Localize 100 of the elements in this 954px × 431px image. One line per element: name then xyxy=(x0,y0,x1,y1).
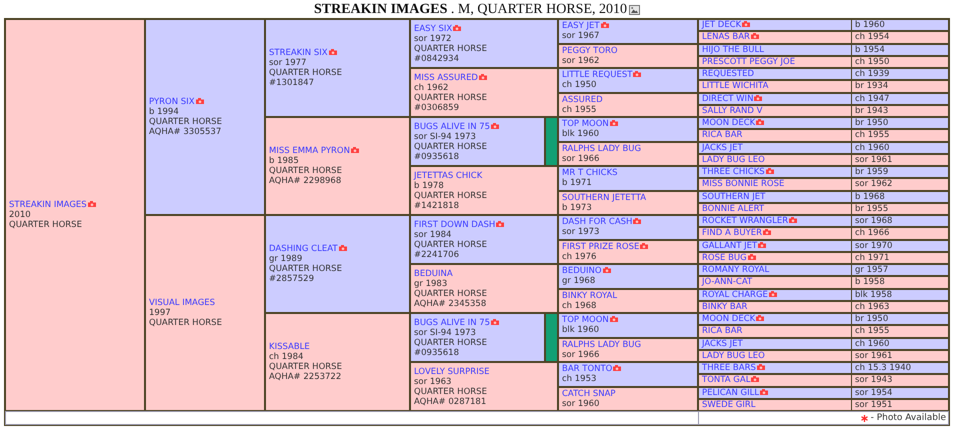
horse-info: AQHA# 3305537 xyxy=(149,127,222,137)
horse-name: ROYAL CHARGE xyxy=(702,290,768,300)
pedigree-entry xyxy=(698,104,949,117)
pedigree-entry xyxy=(410,264,558,313)
horse-name: LITTLE WICHITA xyxy=(702,81,768,92)
horse-info: QUARTER HORSE xyxy=(414,190,487,200)
horse-info: sor 1962 xyxy=(855,179,892,190)
horse-name: BEDUINO xyxy=(562,266,602,276)
horse-name: ROMANY ROYAL xyxy=(702,265,770,276)
horse-name: STREAKIN SIX xyxy=(269,48,328,58)
horse-name: LOVELY SURPRISE xyxy=(414,366,490,376)
horse-info: ch 1968 xyxy=(562,300,596,311)
pedigree-entry xyxy=(698,142,949,154)
pedigree-entry xyxy=(698,350,949,362)
horse-info: b 1954 xyxy=(855,44,885,55)
horse-info: br 1950 xyxy=(855,118,888,128)
legend-text: - Photo Available xyxy=(870,412,946,424)
horse-name: KISSABLE xyxy=(269,342,310,352)
pedigree-entry xyxy=(698,252,949,264)
pedigree-entry xyxy=(558,117,698,142)
pedigree-entry xyxy=(410,166,558,215)
pedigree-entry xyxy=(265,215,410,313)
pedigree-entry xyxy=(698,338,949,350)
horse-info: sor 1966 xyxy=(562,350,600,360)
horse-info: sor 1951 xyxy=(855,400,892,410)
pedigree-entry xyxy=(698,154,949,166)
horse-info: sor 1960 xyxy=(562,398,600,409)
horse-info: sor 1954 xyxy=(855,388,892,398)
horse-name: FIRST DOWN DASH xyxy=(414,220,496,230)
horse-info: gr 1968 xyxy=(562,276,596,286)
horse-name: PEGGY TORO xyxy=(562,46,618,56)
horse-name: RALPHS LADY BUG xyxy=(562,144,642,154)
horse-name: ASSURED xyxy=(562,94,603,105)
horse-info: blk 1960 xyxy=(562,325,600,336)
horse-info: QUARTER HORSE xyxy=(149,318,222,328)
horse-name: MISS BONNIE ROSE xyxy=(702,179,784,190)
pedigree-entry xyxy=(558,264,698,288)
horse-info: sor 1961 xyxy=(855,350,892,361)
horse-name: REQUESTED xyxy=(702,69,754,80)
pedigree-entry xyxy=(698,386,949,399)
horse-name: PYRON SIX xyxy=(149,97,195,107)
pedigree-entry xyxy=(698,44,949,56)
horse-info: sor 1972 xyxy=(414,34,452,44)
pedigree-entry xyxy=(698,92,949,105)
horse-info: QUARTER HORSE xyxy=(414,288,487,298)
pedigree-entry xyxy=(698,56,949,68)
horse-info: QUARTER HORSE xyxy=(269,362,342,372)
pedigree-entry xyxy=(698,227,949,240)
horse-name: CATCH SNAP xyxy=(562,388,616,399)
horse-info: blk 1958 xyxy=(855,290,892,300)
horse-name: SOUTHERN JETETTA xyxy=(562,192,646,203)
horse-info: ch 1960 xyxy=(855,338,890,349)
horse-info: sor 1966 xyxy=(562,154,600,164)
horse-info: AQHA# 2253722 xyxy=(269,372,342,382)
horse-info: gr 1983 xyxy=(414,278,448,288)
horse-info: ch 15.3 1940 xyxy=(855,363,912,374)
horse-info: ch 1950 xyxy=(562,80,596,90)
pedigree-entry xyxy=(558,68,698,92)
horse-name: GALLANT JET xyxy=(702,240,758,251)
pedigree-entry xyxy=(410,117,545,166)
horse-info: #0935618 xyxy=(414,152,459,162)
pedigree-entry xyxy=(410,313,545,362)
horse-info: #0842934 xyxy=(414,54,459,64)
pedigree-entry xyxy=(5,19,145,411)
pedigree-entry xyxy=(698,31,949,44)
pedigree-entry xyxy=(698,362,949,374)
horse-info: AQHA# 2298968 xyxy=(269,176,342,186)
pedigree-entry xyxy=(698,325,949,338)
horse-info: ch 1971 xyxy=(855,252,890,263)
horse-name: DASH FOR CASH xyxy=(562,217,632,228)
horse-info: sor 1962 xyxy=(562,56,600,66)
horse-info: blk 1960 xyxy=(562,129,600,140)
pedigree-entry xyxy=(698,68,949,80)
horse-name: JACKS JET xyxy=(702,142,743,153)
horse-info: sor 1967 xyxy=(562,31,600,42)
horse-info: sor 1943 xyxy=(855,375,892,386)
horse-info: ch 1939 xyxy=(855,69,890,80)
horse-info: sor 1970 xyxy=(855,240,892,251)
horse-info: ch 1984 xyxy=(269,352,304,362)
horse-info: ch 1963 xyxy=(855,302,890,312)
pedigree-entry xyxy=(698,19,949,32)
pedigree-entry xyxy=(558,19,698,44)
pedigree-entry xyxy=(558,92,698,117)
horse-info: b 1994 xyxy=(149,107,179,117)
horse-info: ch 1947 xyxy=(855,94,890,104)
horse-name: THREE CHICKS xyxy=(702,167,765,178)
horse-info: sor 1973 xyxy=(562,227,600,238)
horse-info: AQHA# 0287181 xyxy=(414,396,486,406)
horse-info: #1421818 xyxy=(414,200,459,210)
horse-info: 1997 xyxy=(149,308,171,318)
horse-info: QUARTER HORSE xyxy=(414,92,487,102)
horse-info: ch 1966 xyxy=(855,228,890,238)
horse-name: VISUAL IMAGES xyxy=(149,298,216,308)
pedigree-entry xyxy=(558,215,698,240)
horse-info: QUARTER HORSE xyxy=(414,44,487,54)
pedigree-entry xyxy=(265,117,410,215)
horse-name: BEDUINA xyxy=(414,268,453,278)
horse-info: ch 1955 xyxy=(855,130,890,140)
pedigree-entry xyxy=(698,374,949,386)
horse-info: QUARTER HORSE xyxy=(414,338,487,348)
